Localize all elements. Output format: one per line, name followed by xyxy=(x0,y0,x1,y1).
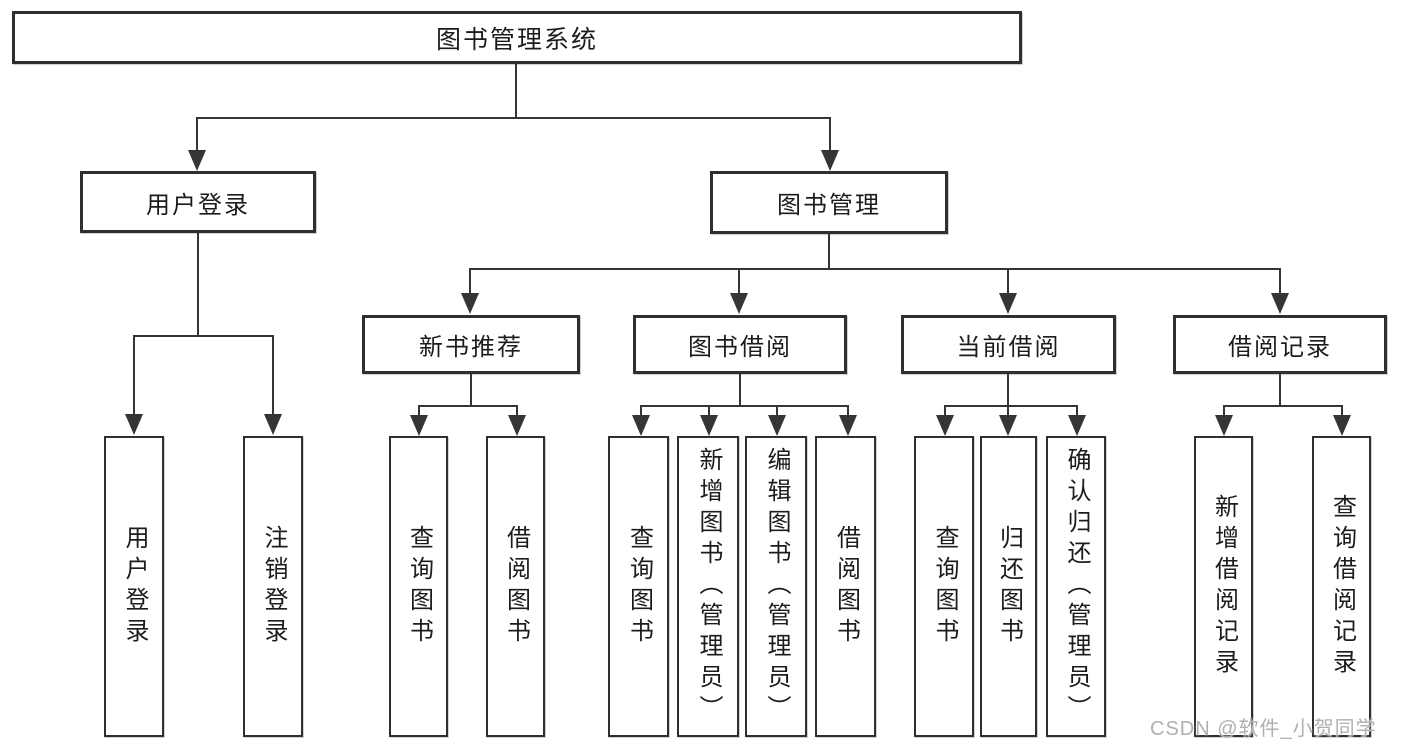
node-book-management: 图书管理 xyxy=(710,171,948,234)
connector-records-stem xyxy=(1279,374,1281,407)
leaf-borrow-add-books-admin-label: 新增图书（管理员） xyxy=(695,447,722,726)
arrow-down-icon xyxy=(188,150,206,171)
leaf-records-add-record: 新增借阅记录 xyxy=(1194,436,1253,737)
connector-leaf-drop xyxy=(944,405,946,418)
leaf-current-confirm-return-admin: 确认归还（管理员） xyxy=(1046,436,1106,737)
connector-borrow-horizontal xyxy=(640,405,849,407)
leaf-logout-label: 注销登录 xyxy=(260,524,287,649)
connector-current-drop xyxy=(1007,268,1009,295)
leaf-recommend-borrow-books: 借阅图书 xyxy=(486,436,545,737)
connector-user-login-horizontal xyxy=(133,335,274,337)
leaf-recommend-query-books-label: 查询图书 xyxy=(405,524,433,649)
connector-leaf-drop xyxy=(516,405,518,418)
connector-user-login-drop xyxy=(196,117,198,153)
node-user-login-label: 用户登录 xyxy=(146,191,250,219)
leaf-records-query-record-label: 查询借阅记录 xyxy=(1328,493,1356,680)
connector-root-stem xyxy=(515,64,517,117)
connector-records-horizontal xyxy=(1223,405,1343,407)
arrow-down-icon xyxy=(1271,293,1289,314)
node-root-label: 图书管理系统 xyxy=(435,25,598,54)
connector-current-stem xyxy=(1007,374,1009,407)
connector-borrow-stem xyxy=(739,374,741,407)
connector-recommend-stem xyxy=(470,374,472,407)
connector-leaf-drop xyxy=(1007,405,1009,418)
node-new-book-recommend-label: 新书推荐 xyxy=(419,334,523,361)
connector-leaf-drop xyxy=(1223,405,1225,418)
leaf-current-return-books-label: 归还图书 xyxy=(995,524,1023,649)
leaf-current-query-books-label: 查询图书 xyxy=(931,524,958,649)
arrow-down-icon xyxy=(1068,415,1086,436)
node-book-management-label: 图书管理 xyxy=(777,192,881,219)
connector-book-mgmt-drop xyxy=(829,117,831,153)
connector-records-drop xyxy=(1279,268,1281,295)
connector-level2-horizontal xyxy=(196,117,831,119)
arrow-down-icon xyxy=(1215,415,1233,436)
arrow-down-icon xyxy=(700,415,718,436)
connector-current-horizontal xyxy=(944,405,1077,407)
node-current-borrow-label: 当前借阅 xyxy=(956,334,1061,361)
leaf-recommend-query-books: 查询图书 xyxy=(389,436,448,737)
arrow-down-icon xyxy=(936,415,954,436)
node-borrow-records: 借阅记录 xyxy=(1173,315,1387,374)
connector-recommend-horizontal xyxy=(418,405,518,407)
connector-leaf-logout-drop xyxy=(272,335,274,417)
csdn-watermark: CSDN @软件_小贺同学 xyxy=(1150,718,1377,740)
arrow-down-icon xyxy=(1333,415,1351,436)
arrow-down-icon xyxy=(768,415,786,436)
node-new-book-recommend: 新书推荐 xyxy=(362,315,580,374)
connector-level3-horizontal xyxy=(469,268,1281,270)
connector-recommend-drop xyxy=(469,268,471,295)
leaf-current-confirm-return-admin-label: 确认归还（管理员） xyxy=(1063,447,1090,726)
connector-leaf-drop xyxy=(847,405,849,418)
leaf-user-login: 用户登录 xyxy=(104,436,164,737)
connector-leaf-drop xyxy=(708,405,710,418)
arrow-down-icon xyxy=(632,415,650,436)
leaf-logout: 注销登录 xyxy=(243,436,303,737)
node-current-borrow: 当前借阅 xyxy=(901,315,1116,374)
leaf-borrow-query-books-label: 查询图书 xyxy=(625,524,653,649)
leaf-borrow-edit-books-admin-label: 编辑图书（管理员） xyxy=(763,447,790,726)
connector-leaf-drop xyxy=(418,405,420,418)
connector-leaf-drop xyxy=(1076,405,1078,418)
arrow-down-icon xyxy=(410,415,428,436)
leaf-records-query-record: 查询借阅记录 xyxy=(1312,436,1371,737)
arrow-down-icon xyxy=(730,293,748,314)
node-user-login: 用户登录 xyxy=(80,171,316,233)
leaf-borrow-edit-books-admin: 编辑图书（管理员） xyxy=(745,436,807,737)
leaf-records-add-record-label: 新增借阅记录 xyxy=(1210,493,1238,680)
arrow-down-icon xyxy=(999,415,1017,436)
arrow-down-icon xyxy=(125,414,143,435)
arrow-down-icon xyxy=(461,293,479,314)
leaf-user-login-label: 用户登录 xyxy=(121,524,148,649)
connector-leaf-drop xyxy=(1341,405,1343,418)
leaf-recommend-borrow-books-label: 借阅图书 xyxy=(502,524,530,649)
arrow-down-icon xyxy=(264,414,282,435)
connector-leaf-user-login-drop xyxy=(133,335,135,417)
leaf-borrow-query-books: 查询图书 xyxy=(608,436,669,737)
connector-user-login-stem xyxy=(197,233,199,337)
node-book-borrow-label: 图书借阅 xyxy=(688,334,792,361)
leaf-borrow-add-books-admin: 新增图书（管理员） xyxy=(677,436,739,737)
node-book-borrow: 图书借阅 xyxy=(633,315,847,374)
connector-book-mgmt-stem xyxy=(828,234,830,270)
connector-leaf-drop xyxy=(640,405,642,418)
arrow-down-icon xyxy=(821,150,839,171)
leaf-borrow-borrow-books: 借阅图书 xyxy=(815,436,876,737)
connector-leaf-drop xyxy=(776,405,778,418)
arrow-down-icon xyxy=(508,415,526,436)
connector-borrow-drop xyxy=(738,268,740,295)
leaf-borrow-borrow-books-label: 借阅图书 xyxy=(832,524,860,649)
leaf-current-query-books: 查询图书 xyxy=(914,436,974,737)
node-root-library-system: 图书管理系统 xyxy=(12,11,1022,64)
arrow-down-icon xyxy=(999,293,1017,314)
arrow-down-icon xyxy=(839,415,857,436)
leaf-current-return-books: 归还图书 xyxy=(980,436,1037,737)
node-borrow-records-label: 借阅记录 xyxy=(1228,334,1332,361)
